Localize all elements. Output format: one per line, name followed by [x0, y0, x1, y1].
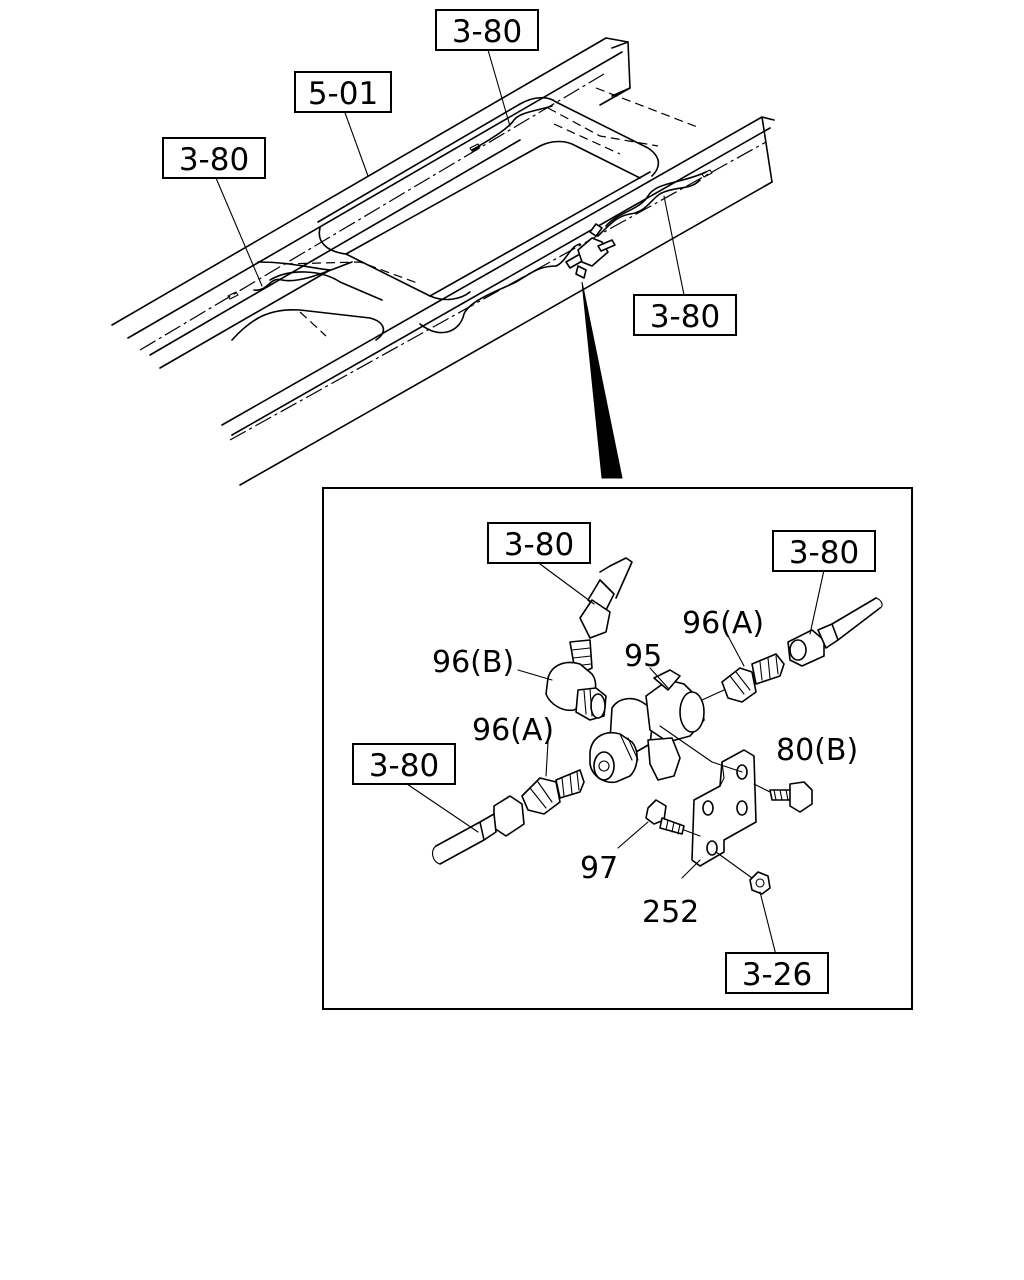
callout-95: 95	[624, 639, 662, 674]
callout-97: 97	[580, 851, 618, 886]
svg-text:3-26: 3-26	[742, 957, 812, 993]
tee-body-95-icon	[589, 669, 705, 784]
callout-96a-right: 96(A)	[682, 606, 764, 641]
ref-box-detail-right: 3-80	[772, 530, 876, 572]
pipe-nut-left-icon	[431, 795, 525, 865]
pipe-nut-right-icon	[787, 597, 883, 667]
bolt-80b-icon	[753, 781, 813, 813]
svg-text:3-80: 3-80	[504, 527, 574, 563]
nipple-96a-right-icon	[701, 653, 785, 703]
svg-text:3-80: 3-80	[650, 299, 720, 335]
callout-80b: 80(B)	[776, 733, 858, 768]
callout-96b: 96(B)	[432, 645, 514, 680]
ref-box-top-right: 3-80	[633, 294, 737, 336]
ref-box-detail-top: 3-80	[487, 522, 591, 564]
callout-96a-left: 96(A)	[472, 713, 554, 748]
bracket-252-icon	[659, 725, 757, 867]
elbow-fitting-96b-icon	[545, 639, 607, 721]
tee-fitting-location-icon	[565, 223, 616, 279]
nipple-96a-left-icon	[521, 769, 585, 815]
svg-text:3-80: 3-80	[369, 748, 439, 784]
svg-text:5-01: 5-01	[308, 76, 378, 112]
ref-box-top-center: 3-80	[435, 9, 539, 51]
ref-box-detail-left: 3-80	[352, 743, 456, 785]
svg-text:3-80: 3-80	[789, 535, 859, 571]
detail-frame	[322, 487, 913, 1010]
ref-box-top-frame: 5-01	[294, 71, 392, 113]
chassis-frame-overview	[111, 37, 775, 486]
svg-text:3-80: 3-80	[179, 142, 249, 178]
bolt-97-icon	[645, 799, 701, 837]
ref-box-detail-bottom: 3-26	[725, 952, 829, 994]
svg-text:3-80: 3-80	[452, 14, 522, 50]
callout-252: 252	[642, 895, 699, 930]
detail-assembly	[406, 557, 883, 956]
ref-box-top-left: 3-80	[162, 137, 266, 179]
nut-3-26-icon	[715, 851, 771, 895]
detail-pointer	[581, 281, 623, 479]
